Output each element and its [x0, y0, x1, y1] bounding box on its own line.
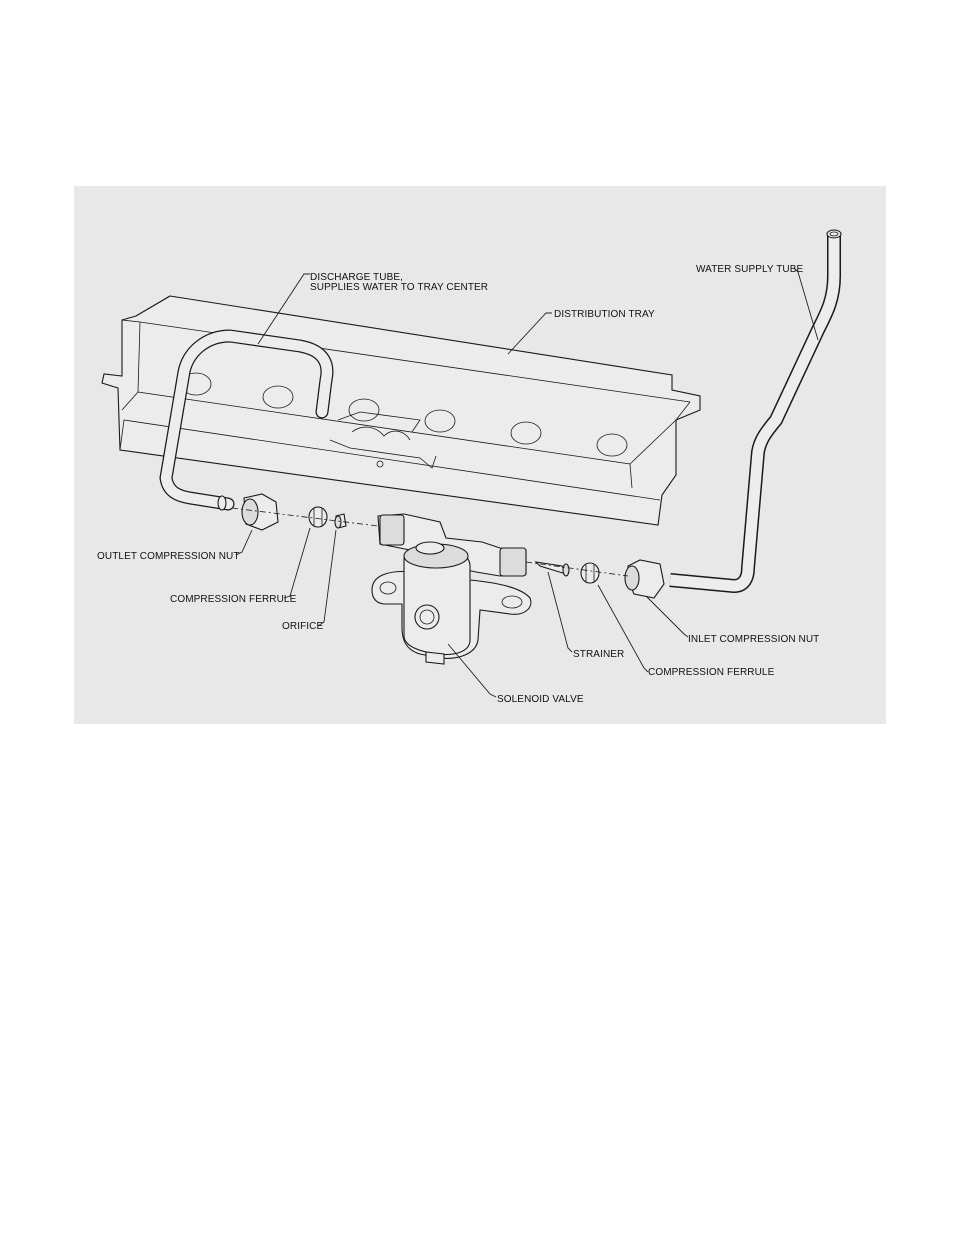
label-water-supply-tube: WATER SUPPLY TUBE [696, 264, 804, 275]
inlet-compression-nut [624, 559, 665, 599]
solenoid-valve [371, 513, 532, 665]
label-outlet-compression-nut: OUTLET COMPRESSION NUT [97, 551, 240, 562]
discharge-tube [159, 329, 334, 511]
outlet-compression-nut [241, 493, 279, 531]
label-strainer: STRAINER [573, 649, 624, 660]
orifice [334, 513, 347, 529]
label-distribution-tray: DISTRIBUTION TRAY [554, 309, 655, 320]
label-compression-ferrule-left: COMPRESSION FERRULE [170, 594, 297, 605]
label-compression-ferrule-right: COMPRESSION FERRULE [648, 667, 775, 678]
compression-ferrule-right [580, 562, 600, 584]
water-supply-tube [669, 229, 842, 593]
label-discharge-tube: DISCHARGE TUBE, [310, 272, 403, 283]
compression-ferrule-left [308, 506, 328, 528]
label-solenoid-valve: SOLENOID VALVE [497, 694, 584, 705]
label-inlet-compression-nut: INLET COMPRESSION NUT [688, 634, 819, 645]
leader-lines [235, 267, 819, 698]
label-discharge-tube-sub: SUPPLIES WATER TO TRAY CENTER [310, 282, 488, 293]
label-orifice: ORIFICE [282, 621, 323, 632]
distribution-tray [101, 295, 701, 526]
